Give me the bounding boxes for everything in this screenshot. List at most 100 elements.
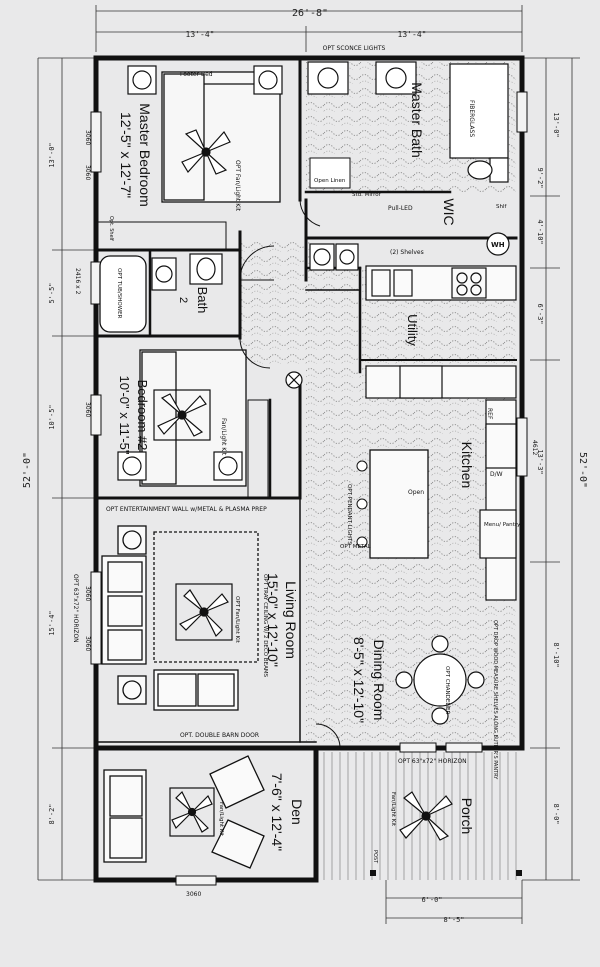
open-linen-closet	[309, 157, 351, 189]
shelf-label: Shlf	[496, 204, 508, 210]
dim-porch-overall: 8'-5"	[443, 916, 464, 924]
shelf-note-label: OPT DROP WOOD MEASURE SHELVES ALONG BUTL…	[492, 620, 498, 780]
porch-fan-note: Fan/Light Kit	[390, 792, 396, 827]
bath2-number: 2	[177, 297, 189, 303]
dining-table	[395, 635, 485, 725]
master-shower	[449, 63, 509, 159]
living-horizon-label: OPT 63"x72" HORIZON	[72, 574, 79, 643]
window-tag-3: 2416 x 2	[74, 268, 81, 295]
nightstands-bedroom2	[117, 451, 243, 481]
master-bedroom-title: Master Bedroom	[137, 103, 153, 206]
dim-left-seg-2: 5'-5"	[48, 282, 56, 303]
den-fan-note: Fan/Light Kit	[218, 802, 224, 837]
dim-left-seg-1: 13'-0"	[48, 142, 56, 167]
window-tag-6: 3060	[84, 636, 91, 651]
dim-right-seg-4: 6'-3"	[536, 303, 544, 324]
ceiling-fan-icon	[181, 129, 231, 175]
opt-shower-label: OPT TUB/SHOWER	[116, 268, 122, 319]
dim-porch-width: 6'-0"	[421, 896, 442, 904]
window-tag-2: 3060	[84, 165, 91, 180]
dining-room-title: Dining Room	[371, 640, 387, 721]
dim-right-seg-3: 4'-10"	[536, 219, 544, 244]
bedroom2-fan-note: Fan/Light Kit	[220, 418, 227, 456]
dim-left-seg-3: 10'-5"	[48, 404, 56, 429]
master-bed-shelf-note: Opt. Shelf	[108, 216, 114, 241]
bath2-title: Bath	[195, 287, 210, 314]
closet-master-bed	[95, 221, 227, 251]
dim-right-seg-2: 9'-2"	[536, 167, 544, 188]
living-room-title: Living Room	[283, 581, 299, 659]
master-bedroom-size: 12'-5" x 12'-7"	[118, 112, 134, 198]
tray-ceiling-label: OPT TRAY CEILING W/ 2 DECO BEAMS	[262, 574, 268, 678]
window-tag-5: 3060	[84, 586, 91, 601]
wood-floor-hall	[240, 238, 310, 368]
washer-dryer	[285, 243, 359, 389]
dw-label: D/W	[490, 471, 503, 478]
dimension-lines	[37, 5, 580, 924]
bedroom2-title: Bedroom #2	[135, 380, 150, 451]
ceiling-fan-porch-icon	[399, 791, 453, 841]
window-tag-4: 3060	[84, 402, 91, 417]
porch-horizon-label: OPT 63"x72" HORIZON	[398, 758, 467, 765]
porch-post-label: POST	[372, 850, 378, 864]
dim-right-half: 13'-4"	[398, 30, 427, 39]
dim-right-seg-1: 13'-0"	[552, 112, 560, 137]
dim-left-seg-4: 15'-4"	[48, 610, 56, 635]
open-linen-label: Open Linen	[314, 178, 346, 184]
opt-sconce-label: OPT SCONCE LIGHTS	[323, 45, 386, 52]
dim-overall-length-left: 52'-0"	[22, 452, 33, 488]
pull-led-label: Pull-LED	[388, 205, 413, 212]
den-size: 7'-6" x 12'-4"	[269, 773, 285, 851]
shelves-label: (2) Shelves	[390, 249, 424, 256]
island-stools	[356, 460, 368, 548]
master-bed-fan-note: OPT Fan/Light Kit	[234, 160, 241, 212]
dim-overall-width: 26'-8"	[292, 8, 328, 19]
island-open-label: Open	[408, 489, 424, 496]
bedroom2-size: 10'-0" x 11'-5"	[117, 376, 132, 455]
footer-bed-label: Footer Bed	[180, 71, 213, 78]
barn-door-label: OPT. DOUBLE BARN DOOR	[180, 732, 259, 739]
vanity-bath2	[151, 253, 223, 291]
ceiling-fan-den-icon	[169, 787, 215, 837]
wic-title: WIC	[441, 198, 457, 225]
living-furniture	[101, 525, 259, 711]
dim-left-half: 13'-4"	[186, 30, 215, 39]
window-tag-8: 3060	[186, 891, 201, 898]
water-heater-label: WH	[491, 241, 505, 249]
std-mirror-label: Std. Mirror	[352, 192, 382, 198]
water-heater-icon	[486, 232, 510, 256]
dim-left-seg-5: 8'-2"	[48, 803, 56, 824]
living-room-size: 15'-0" x 12'-10"	[265, 573, 281, 667]
porch-title: Porch	[459, 798, 475, 835]
tub-bath2	[99, 255, 147, 333]
chandelier-label: OPT CHANDELIER	[444, 666, 450, 714]
window-tag-1: 3060	[84, 130, 91, 145]
porch-deck	[316, 752, 522, 880]
dim-overall-length-right: 52'-0"	[577, 452, 588, 488]
fiberglass-shower-label: FIBERGLASS	[468, 100, 475, 137]
kitchen-counters	[365, 265, 517, 601]
dining-room-size: 8'-5" x 12'-10"	[351, 637, 367, 723]
nightstands-master	[127, 65, 283, 95]
master-bath-title: Master Bath	[409, 82, 425, 157]
dim-right-seg-5: 13'-3"	[536, 449, 544, 474]
dim-right-seg-7: 8'-0"	[552, 803, 560, 824]
windows	[90, 91, 528, 886]
den-title: Den	[289, 799, 305, 825]
kitchen-island	[369, 449, 429, 559]
window-tag-7: 4612	[531, 440, 538, 455]
master-vanity	[307, 61, 417, 95]
closet-bedroom2	[247, 399, 269, 499]
utility-title: Utility	[405, 314, 420, 346]
den-furniture	[103, 755, 265, 869]
ref-label: REF	[486, 408, 493, 420]
toilet-master	[467, 157, 509, 183]
entertainment-wall-label: OPT ENTERTAINMENT WALL w/METAL & PLASMA …	[106, 506, 267, 513]
dim-right-seg-6: 8'-10"	[552, 642, 560, 667]
ceiling-fan-bed2-icon	[153, 389, 211, 441]
kitchen-title: Kitchen	[459, 442, 475, 489]
living-fan-note: OPT Fan/Light Kit	[234, 596, 240, 644]
pendant-lights-label: OPT PENDANT LIGHTS	[346, 484, 352, 545]
ceiling-fan-living-icon	[175, 583, 233, 641]
